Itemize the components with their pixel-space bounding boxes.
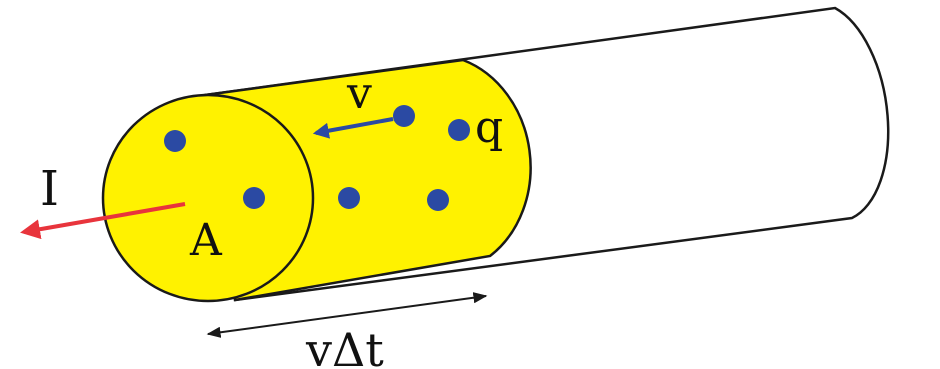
current-label: I — [40, 161, 59, 217]
charge-dot — [338, 187, 360, 209]
charge-dot — [164, 130, 186, 152]
charge-carriers — [164, 105, 470, 211]
charge-dot — [427, 189, 449, 211]
charge-dot — [448, 119, 470, 141]
length-measure-arrow — [206, 292, 488, 338]
length-label: vΔt — [305, 323, 384, 369]
charge-dot — [243, 187, 265, 209]
charge-dot — [393, 105, 415, 127]
velocity-arrow — [312, 117, 394, 139]
charge-label: q — [475, 102, 503, 153]
cross-section-face — [101, 93, 315, 303]
area-label: A — [189, 215, 223, 266]
velocity-label: v — [346, 68, 372, 119]
current-arrow — [20, 202, 186, 240]
